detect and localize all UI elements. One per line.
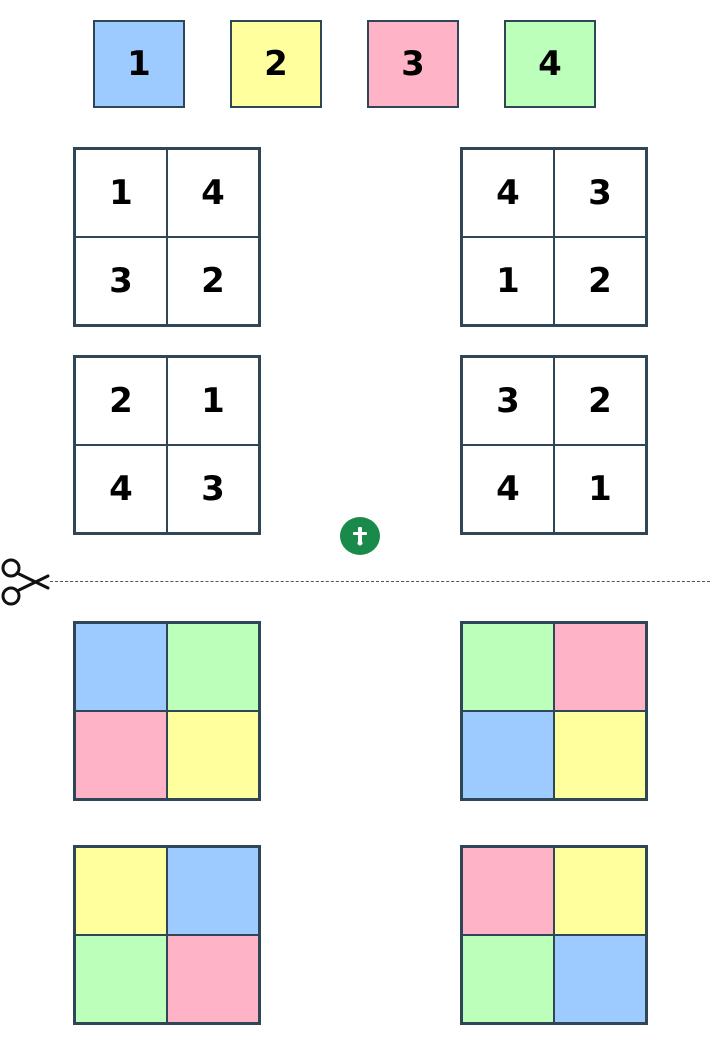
key-label-4: 4 bbox=[538, 44, 562, 84]
key-square-2: 2 bbox=[230, 20, 322, 108]
color-cell bbox=[555, 848, 645, 934]
number-grid-3: 2 1 4 3 bbox=[73, 355, 261, 535]
color-cell bbox=[168, 848, 258, 934]
color-cell bbox=[463, 936, 553, 1022]
color-cell bbox=[463, 848, 553, 934]
key-square-1: 1 bbox=[93, 20, 185, 108]
number-cell: 1 bbox=[76, 150, 166, 236]
color-grid-2 bbox=[460, 621, 648, 801]
key-square-4: 4 bbox=[504, 20, 596, 108]
number-cell: 2 bbox=[76, 358, 166, 444]
number-cell: 3 bbox=[555, 150, 645, 236]
number-cell: 4 bbox=[463, 150, 553, 236]
number-grid-1: 1 4 3 2 bbox=[73, 147, 261, 327]
number-cell: 3 bbox=[168, 446, 258, 532]
color-cell bbox=[555, 624, 645, 710]
number-grid-2: 4 3 1 2 bbox=[460, 147, 648, 327]
color-cell bbox=[463, 624, 553, 710]
logo-badge-icon bbox=[340, 517, 380, 555]
color-cell bbox=[76, 624, 166, 710]
scissors-icon bbox=[1, 558, 50, 606]
color-cell bbox=[76, 848, 166, 934]
number-cell: 3 bbox=[463, 358, 553, 444]
key-square-3: 3 bbox=[367, 20, 459, 108]
number-cell: 1 bbox=[168, 358, 258, 444]
number-grid-4: 3 2 4 1 bbox=[460, 355, 648, 535]
number-cell: 2 bbox=[555, 358, 645, 444]
number-cell: 2 bbox=[555, 238, 645, 324]
number-cell: 4 bbox=[168, 150, 258, 236]
color-cell bbox=[463, 712, 553, 798]
key-label-2: 2 bbox=[264, 44, 288, 84]
number-cell: 4 bbox=[463, 446, 553, 532]
color-cell bbox=[555, 712, 645, 798]
key-label-3: 3 bbox=[401, 44, 425, 84]
number-cell: 4 bbox=[76, 446, 166, 532]
color-cell bbox=[168, 624, 258, 710]
color-cell bbox=[76, 936, 166, 1022]
key-label-1: 1 bbox=[127, 44, 151, 84]
color-cell bbox=[168, 936, 258, 1022]
color-cell bbox=[76, 712, 166, 798]
color-grid-4 bbox=[460, 845, 648, 1025]
color-grid-1 bbox=[73, 621, 261, 801]
color-grid-3 bbox=[73, 845, 261, 1025]
color-cell bbox=[555, 936, 645, 1022]
number-cell: 1 bbox=[463, 238, 553, 324]
color-cell bbox=[168, 712, 258, 798]
cut-line bbox=[50, 581, 710, 582]
number-cell: 2 bbox=[168, 238, 258, 324]
number-cell: 1 bbox=[555, 446, 645, 532]
number-cell: 3 bbox=[76, 238, 166, 324]
